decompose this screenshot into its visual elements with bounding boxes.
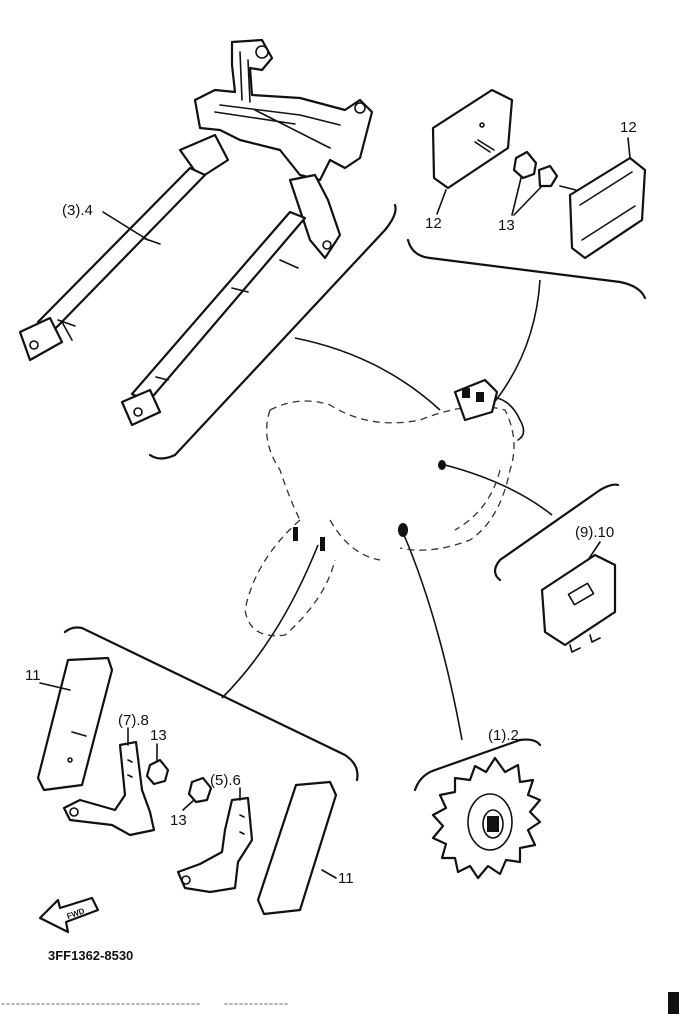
diagram-code: 3FF1362-8530 [48,948,133,963]
right-cover-leader [321,869,337,879]
reflector-mount-detail [453,378,525,441]
label-damper-upper: 13 [150,727,167,744]
bracket-right [176,796,254,894]
label-left-cover: 11 [25,667,41,684]
scan-corner-mark [668,992,679,1014]
reflector-nut-leader [511,177,543,216]
covers-leader [221,544,319,699]
label-sprocket: (1).2 [488,727,519,744]
reflector-group-bracket [406,238,647,300]
ignitor-leader [444,464,553,516]
footrest-leader [294,337,441,411]
reflector-right [559,156,647,260]
damper-lower [187,776,213,804]
footrest-label-leader [102,211,149,241]
fwd-arrow-icon: FWD [38,896,100,934]
right-side-cover [256,780,338,916]
label-reflector-nut: 13 [498,217,515,234]
reflector-leader [487,279,541,411]
label-right-cover: 11 [338,870,354,887]
footrest-bracket-assembly [18,38,374,427]
ignitor-group-bracket [493,483,620,582]
left-side-cover [36,656,114,792]
reflector-right-leader [627,137,631,159]
label-footrest-bracket: (3).4 [62,202,93,219]
reflector-nuts [512,150,559,188]
reflector-left [431,88,514,190]
mount-point-1 [293,527,298,541]
mount-point-3 [438,460,446,470]
footrest-group-bracket [148,203,397,460]
bracket-left [62,740,156,837]
ignitor-unit [540,553,617,653]
covers-group-bracket [63,626,359,782]
ignitor-label-leader [587,541,601,561]
damper-lower-leader [182,799,195,811]
label-damper-lower: 13 [170,812,187,829]
sprocket-leader [403,534,463,741]
label-ignitor: (9).10 [575,524,614,541]
mount-point-2 [320,537,325,551]
label-bracket-left: (7).8 [118,712,149,729]
motorcycle-frame-outline [244,400,515,637]
damper-upper [145,758,170,786]
label-reflector-right: 12 [620,119,637,136]
label-bracket-right: (5).6 [210,772,241,789]
sprocket-group-bracket [413,738,542,792]
mount-point-4 [398,523,408,537]
reflector-left-leader [436,189,447,215]
label-reflector-left: 12 [425,215,442,232]
drive-sprocket [431,756,542,880]
left-cover-leader [39,682,71,691]
